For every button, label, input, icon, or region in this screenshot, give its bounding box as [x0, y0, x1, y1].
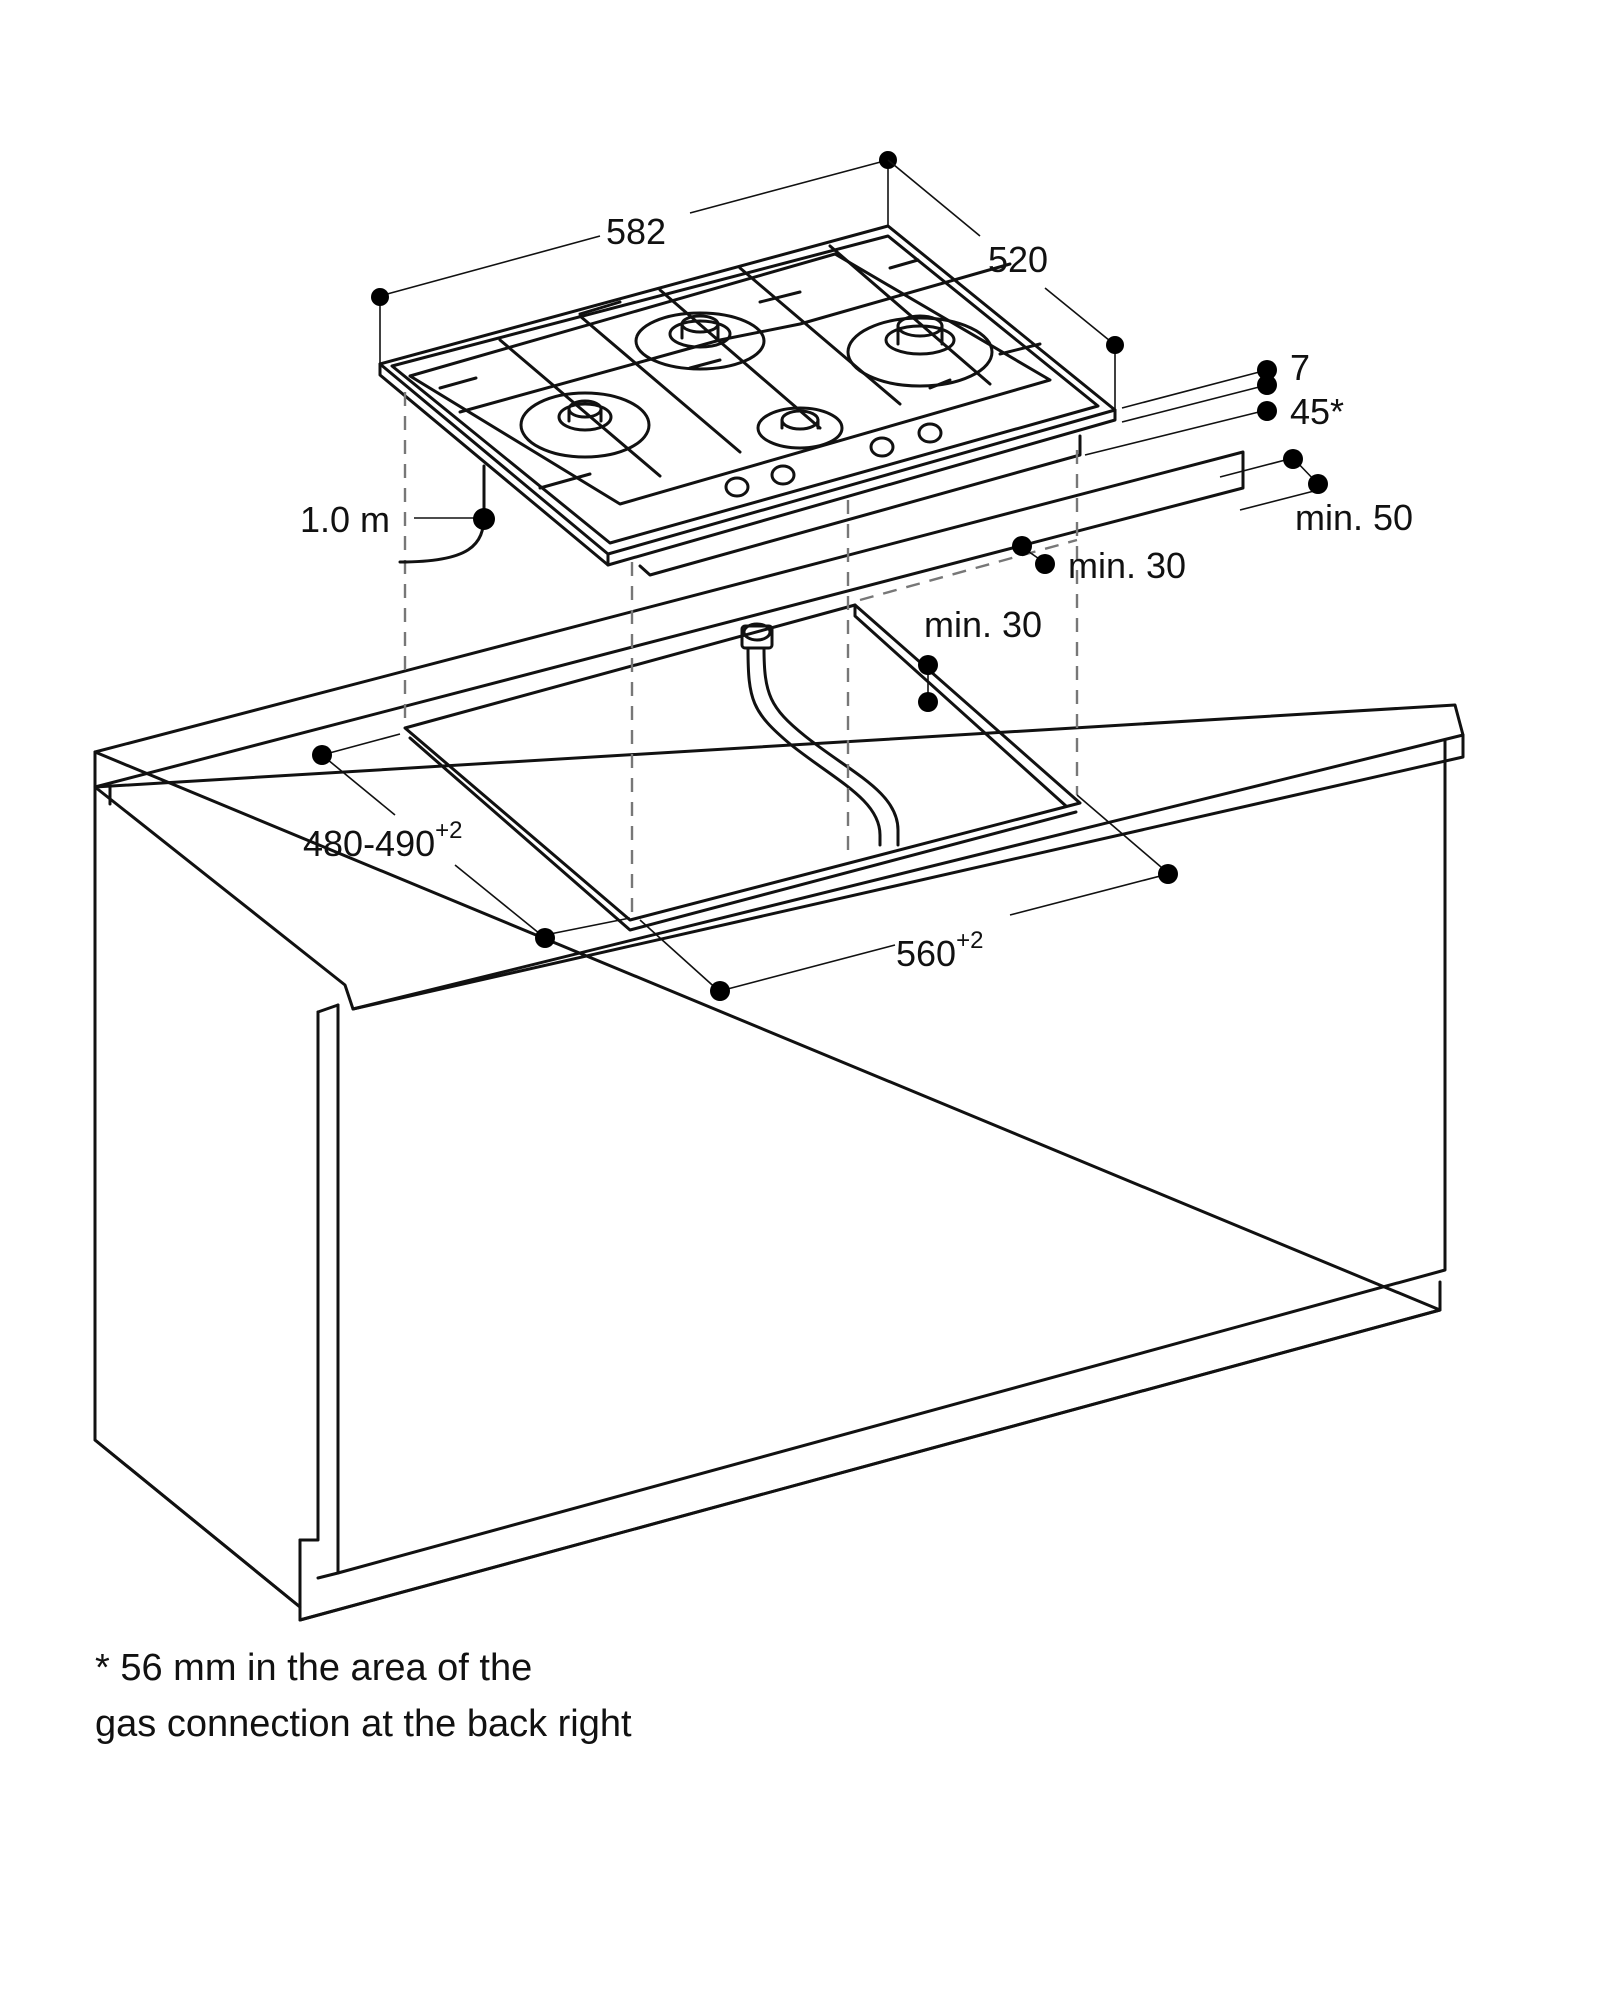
label-wall-gap: min. 50	[1295, 497, 1413, 538]
burner-front-left	[519, 391, 651, 459]
dim-height	[1084, 360, 1277, 456]
label-cutout-back-gap: min. 30	[924, 604, 1042, 645]
footnote-line-2: gas connection at the back right	[95, 1703, 632, 1745]
dim-cutout-back-gap	[918, 655, 938, 712]
dim-depth-520	[887, 159, 1124, 410]
label-cutout-width: 560+2	[896, 927, 983, 974]
label-hob-depth: 520	[988, 239, 1048, 280]
burner-front-middle	[756, 406, 844, 450]
label-hob-width: 582	[606, 211, 666, 252]
projection-lines	[403, 392, 1079, 918]
footnote: * 56 mm in the area of the gas connectio…	[95, 1640, 632, 1752]
footnote-line-1: * 56 mm in the area of the	[95, 1647, 533, 1689]
label-cable-length: 1.0 m	[300, 499, 390, 540]
control-knobs	[724, 422, 943, 498]
power-cable	[398, 464, 495, 564]
label-hob-thickness: 7	[1290, 347, 1310, 388]
cabinet	[93, 450, 1465, 1622]
label-rear-gap: min. 30	[1068, 545, 1186, 586]
worktop	[93, 703, 1465, 1011]
cutout	[403, 603, 1082, 932]
label-hob-height: 45*	[1290, 391, 1344, 432]
burner-back-middle	[634, 311, 766, 371]
dim-wall-gap	[1219, 449, 1328, 511]
dim-rear-gap	[1012, 536, 1055, 574]
label-cutout-depth: 480-490+2	[303, 817, 463, 864]
gas-hose	[740, 622, 900, 847]
burner-back-right	[846, 314, 994, 388]
dim-cutout-width	[639, 794, 1178, 1001]
dim-cutout-depth	[312, 733, 631, 948]
